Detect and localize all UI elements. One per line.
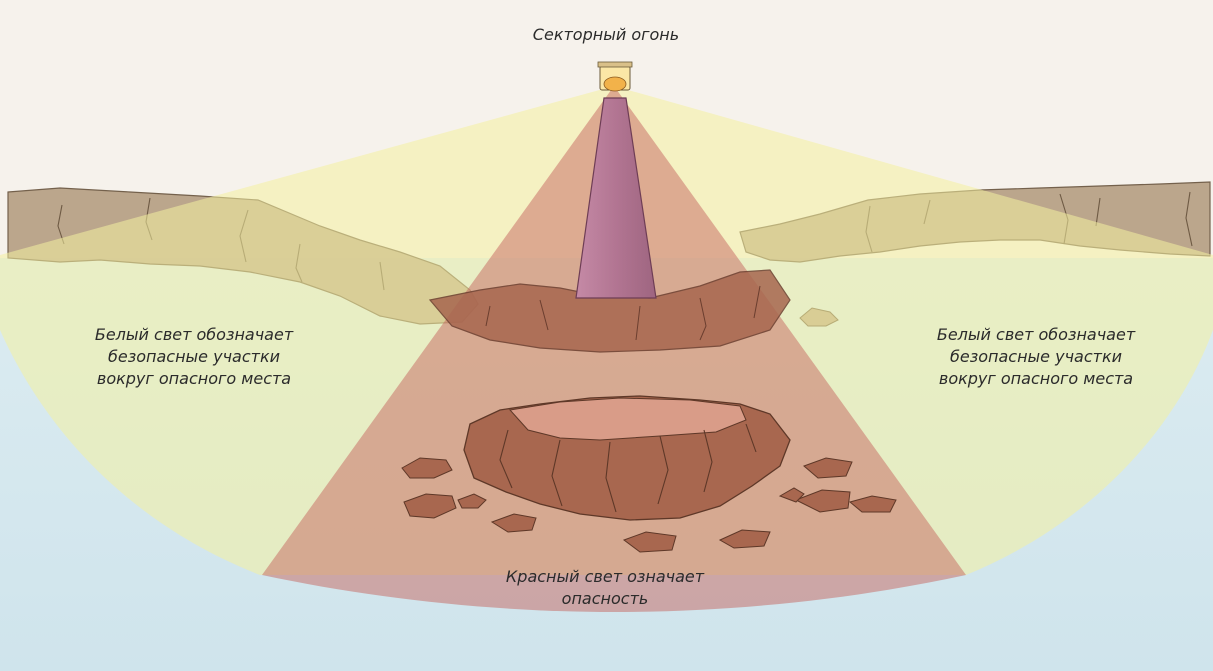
white-light-label-right-line3: вокруг опасного места bbox=[906, 368, 1166, 390]
white-light-label-left-line1: Белый свет обозначает bbox=[64, 324, 324, 346]
red-light-label: Красный свет означает опасность bbox=[460, 566, 750, 610]
lighthouse-lamp bbox=[604, 77, 626, 91]
white-light-label-right: Белый свет обозначает безопасные участки… bbox=[906, 324, 1166, 390]
white-light-label-left-line3: вокруг опасного места bbox=[64, 368, 324, 390]
white-light-label-left-line2: безопасные участки bbox=[64, 346, 324, 368]
white-light-label-right-line1: Белый свет обозначает bbox=[906, 324, 1166, 346]
red-light-label-line2: опасность bbox=[460, 588, 750, 610]
sector-light-title: Секторный огонь bbox=[506, 24, 706, 46]
lighthouse-cap bbox=[598, 62, 632, 67]
white-light-label-left: Белый свет обозначает безопасные участки… bbox=[64, 324, 324, 390]
white-light-label-right-line2: безопасные участки bbox=[906, 346, 1166, 368]
red-light-label-line1: Красный свет означает bbox=[460, 566, 750, 588]
